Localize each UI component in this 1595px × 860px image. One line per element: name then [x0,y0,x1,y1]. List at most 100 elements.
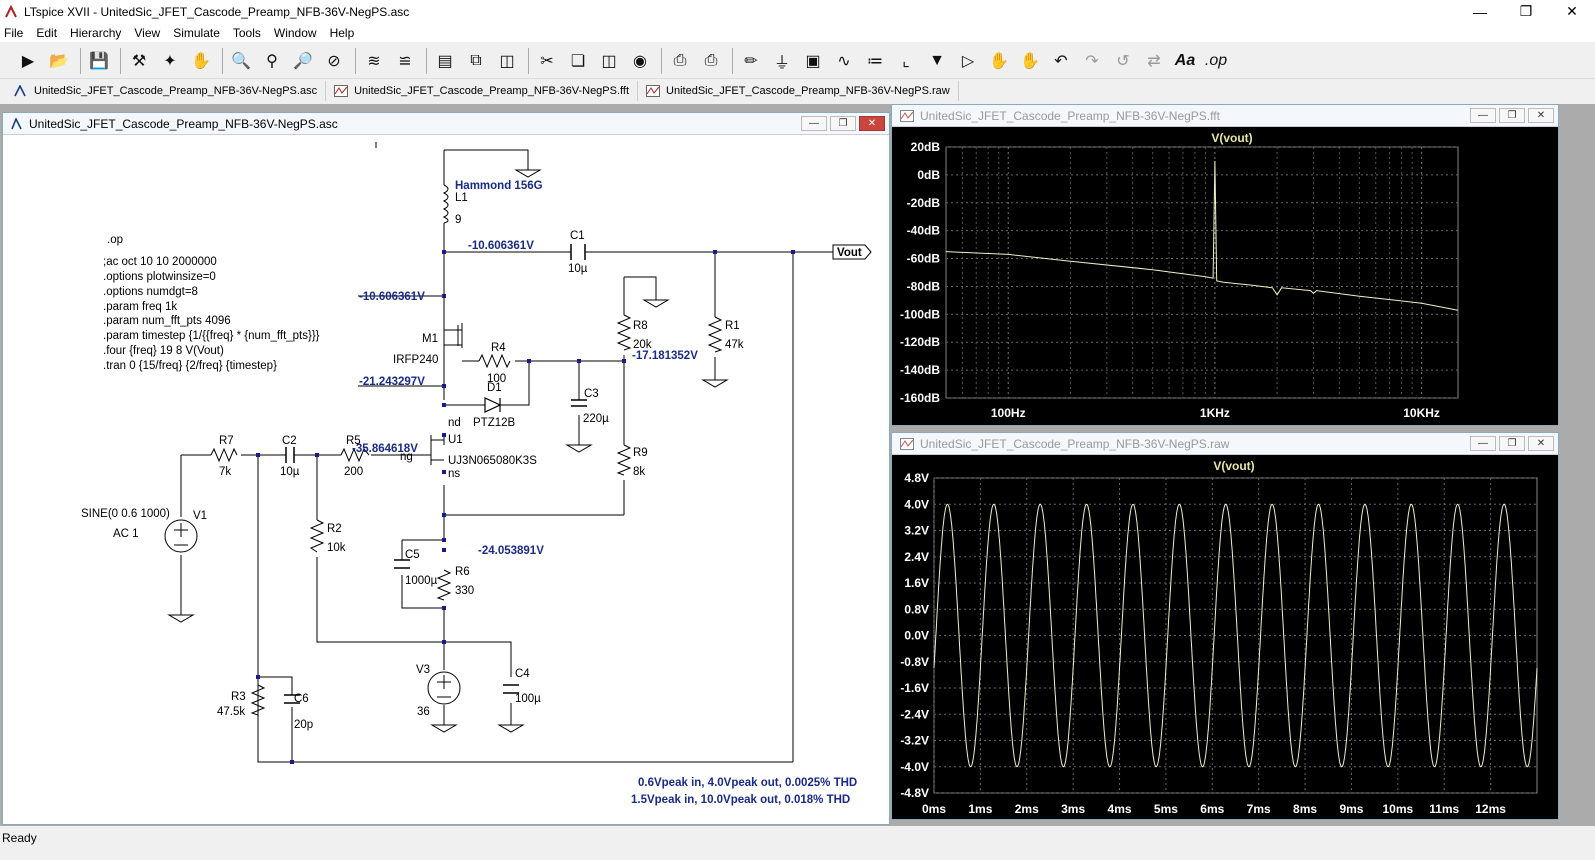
schematic-minimize-button[interactable]: — [801,116,827,131]
fft-minimize-button[interactable]: — [1470,108,1496,123]
fft-restore-button[interactable]: ❐ [1499,108,1525,123]
component-value[interactable]: PTZ12B [473,417,516,429]
schematic-canvas[interactable]: .op ;ac oct 10 10 2000000 .options plotw… [3,135,889,823]
component-value[interactable]: 330 [455,585,474,597]
component-value[interactable]: 47.5k [217,706,245,718]
paste-icon[interactable]: ◫ [601,52,617,70]
component-label[interactable]: D1 [487,382,502,394]
transient-restore-button[interactable]: ❐ [1499,436,1525,451]
undo-icon[interactable]: ↶ [1054,52,1068,70]
component-value[interactable]: SINE(0 0.6 1000) [81,508,170,520]
component-value[interactable]: 47k [725,339,744,351]
inductor-icon[interactable]: ⌞ [902,52,910,70]
tab-raw[interactable]: UnitedSic_JFET_Cascode_Preamp_NFB-36V-Ne… [638,81,959,101]
redo-icon[interactable]: ↷ [1085,52,1099,70]
directive-line[interactable]: .op [107,234,123,246]
component-label[interactable]: C4 [515,668,530,680]
menu-simulate[interactable]: Simulate [173,25,220,40]
component-value[interactable]: 10µ [280,466,300,478]
control-panel-icon[interactable]: ⚒ [131,52,147,70]
probe-icon[interactable]: ✦ [163,52,177,70]
minimize-button[interactable]: — [1473,3,1487,20]
directive-line[interactable]: .param freq 1k [103,301,177,313]
directive-line[interactable]: .param timestep {1/{{freq} * {num_fft_pt… [103,330,320,342]
schematic-close-button[interactable]: ✕ [859,116,885,131]
vout-net-label[interactable]: Vout [837,247,862,259]
component-value[interactable]: 20k [633,339,652,351]
cut-icon[interactable]: ✂ [540,52,554,70]
tile-horizontal-icon[interactable]: ▤ [437,52,453,70]
restore-button[interactable]: ❐ [1519,3,1533,19]
component-value[interactable]: 9 [455,214,461,226]
spice-directive-icon[interactable]: .op [1204,51,1228,69]
zoom-fit-icon[interactable]: ⚲ [266,52,278,70]
directive-line[interactable]: .four {freq} 19 8 V(Vout) [103,345,224,357]
transient-minimize-button[interactable]: — [1470,436,1496,451]
directive-line[interactable]: .param num_fft_pts 4096 [103,315,231,327]
component-label[interactable]: M1 [422,333,438,345]
open-folder-icon[interactable]: 📂 [49,52,69,70]
mirror-icon[interactable]: ⇄ [1147,52,1161,70]
component-label[interactable]: U1 [448,434,463,446]
component-label[interactable]: R2 [327,523,342,535]
menu-hierarchy[interactable]: Hierarchy [70,25,122,40]
component-value[interactable]: 20p [294,719,313,731]
result-note[interactable]: 0.6Vpeak in, 4.0Vpeak out, 0.0025% THD [638,777,857,789]
component-label[interactable]: C6 [294,693,309,705]
plot-off-icon[interactable]: ≌ [398,52,412,70]
run-icon[interactable]: ▶ [21,52,35,70]
component-model[interactable]: Hammond 156G [455,180,543,192]
fft-trace-name[interactable]: V(vout) [1211,131,1252,145]
component-label[interactable]: R1 [725,320,740,332]
directive-line[interactable]: ;ac oct 10 10 2000000 [103,256,217,268]
component-icon[interactable]: ▷ [961,52,975,70]
menu-file[interactable]: File [4,25,24,40]
close-button[interactable]: ✕ [1566,3,1578,19]
diode-icon[interactable]: ▼ [929,51,945,69]
component-label[interactable]: C5 [405,549,420,561]
find-icon[interactable]: ◉ [633,52,647,70]
tile-vertical-icon[interactable]: ◫ [499,52,515,70]
menu-help[interactable]: Help [329,25,355,40]
component-value[interactable]: 220µ [583,413,609,425]
print-icon[interactable]: ⎙ [704,51,718,69]
transient-close-button[interactable]: ✕ [1528,436,1554,451]
resistor-icon[interactable]: ∿ [837,52,851,70]
component-label[interactable]: C2 [282,435,297,447]
component-value[interactable]: 10k [327,542,346,554]
component-value[interactable]: 1000µ [405,575,438,587]
zoom-in-icon[interactable]: 🔍 [231,52,251,70]
zoom-cancel-icon[interactable]: ⊘ [327,52,341,70]
capacitor-icon[interactable]: ≔ [867,52,883,70]
component-value[interactable]: 10µ [568,263,588,275]
component-label[interactable]: L1 [455,192,468,204]
menu-view[interactable]: View [134,25,161,40]
label-net-icon[interactable]: ▣ [805,52,821,70]
component-value[interactable]: IRFP240 [393,354,438,366]
menu-tools[interactable]: Tools [232,25,261,40]
draw-wire-icon[interactable]: ✏ [744,52,758,70]
plot-icon[interactable]: ≋ [367,52,381,70]
directive-line[interactable]: .options plotwinsize=0 [103,271,216,283]
fft-close-button[interactable]: ✕ [1528,108,1554,123]
menu-window[interactable]: Window [273,25,317,40]
component-label[interactable]: C1 [570,230,585,242]
component-label[interactable]: R9 [633,447,648,459]
component-label[interactable]: V1 [193,510,207,522]
component-label[interactable]: R6 [455,566,470,578]
component-label[interactable]: R7 [219,435,234,447]
directive-line[interactable]: .tran 0 {15/freq} {2/freq} {timestep} [103,360,277,372]
component-value[interactable]: 8k [633,466,645,478]
component-label[interactable]: R5 [346,435,361,447]
fft-plot[interactable]: V(vout) 20dB0dB-20dB-40dB-60dB-80dB-100d… [892,127,1558,425]
component-value[interactable]: 36 [417,706,430,718]
schematic-restore-button[interactable]: ❐ [830,116,856,131]
pan-hand-icon[interactable]: ✋ [191,52,211,70]
rotate-icon[interactable]: ↺ [1116,52,1130,70]
component-label[interactable]: V3 [416,664,430,676]
component-value[interactable]: 100µ [515,693,541,705]
drag-hand-icon[interactable]: ✋ [1020,52,1040,70]
component-value[interactable]: 7k [219,466,231,478]
result-note[interactable]: 1.5Vpeak in, 10.0Vpeak out, 0.018% THD [631,794,850,806]
tab-fft[interactable]: UnitedSic_JFET_Cascode_Preamp_NFB-36V-Ne… [326,81,639,101]
